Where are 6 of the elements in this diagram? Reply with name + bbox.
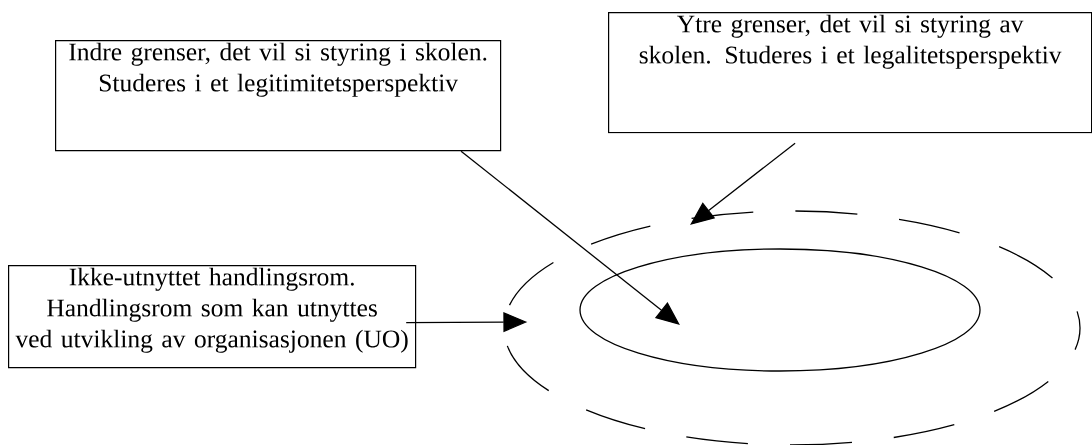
text-box: Ikke-utnyttet handlingsrom. Handlingsrom som kan utnyttes ved utvikling av organisasjonen (UO) <box>8 265 417 369</box>
arrow <box>690 142 796 225</box>
ellipse <box>579 248 981 372</box>
text-box: Indre grenser, det vil si styring i skolen. Studeres i et legitimitetsperspektiv <box>55 40 502 152</box>
arrow <box>460 150 680 325</box>
text-box: Ytre grenser, det vil si styring av skolen. Studeres i et legalitetsperspektiv <box>608 12 1092 134</box>
